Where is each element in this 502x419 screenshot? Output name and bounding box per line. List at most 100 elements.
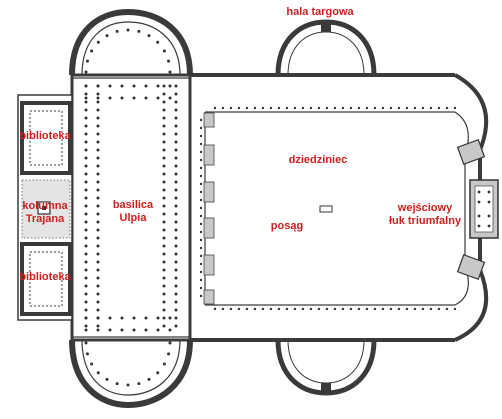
column-dot — [84, 244, 88, 248]
column-dot — [199, 254, 203, 258]
column-dot — [96, 156, 100, 160]
column-dot — [174, 188, 178, 192]
column-dot — [84, 328, 88, 332]
column-dot — [301, 307, 305, 311]
column-dot — [96, 40, 100, 44]
column-dot — [174, 84, 178, 88]
column-dot — [84, 132, 88, 136]
column-dot — [199, 246, 203, 250]
column-dot — [162, 284, 166, 288]
column-dot — [301, 106, 305, 110]
column-dot — [199, 262, 203, 266]
column-dot — [162, 212, 166, 216]
column-dot — [413, 106, 417, 110]
triumphal-arch — [469, 179, 499, 239]
column-dot — [373, 106, 377, 110]
column-dot — [96, 284, 100, 288]
column-dot — [162, 252, 166, 256]
column-dot — [84, 108, 88, 112]
courtyard-outline — [190, 73, 489, 342]
column-dot — [199, 134, 203, 138]
column-dot — [96, 172, 100, 176]
column-dot — [126, 383, 130, 387]
column-dot — [162, 172, 166, 176]
column-dot — [96, 100, 100, 104]
column-dot — [199, 166, 203, 170]
column-dot — [144, 96, 148, 100]
column-dot — [162, 362, 166, 366]
column-dot — [84, 156, 88, 160]
column-dot — [162, 236, 166, 240]
column-dot — [96, 196, 100, 200]
column-dot — [437, 106, 441, 110]
column-dot — [174, 292, 178, 296]
column-dot — [84, 172, 88, 176]
statue-base — [319, 205, 333, 213]
column-dot — [174, 164, 178, 168]
column-dot — [199, 190, 203, 194]
column-dot — [199, 118, 203, 122]
column-dot — [269, 307, 273, 311]
column-dot — [174, 204, 178, 208]
column-dot — [341, 307, 345, 311]
label-biblioteka-top: biblioteka — [19, 130, 71, 142]
column-dot — [84, 196, 88, 200]
column-dot — [199, 174, 203, 178]
column-dot — [229, 106, 233, 110]
column-dot — [84, 148, 88, 152]
column-dot — [90, 362, 94, 366]
column-dot — [174, 300, 178, 304]
column-dot — [349, 106, 353, 110]
column-dot — [156, 371, 160, 375]
column-dot — [147, 34, 151, 38]
column-dot — [84, 116, 88, 120]
column-dot — [96, 300, 100, 304]
column-dot — [84, 228, 88, 232]
column-dot — [137, 382, 141, 386]
column-dot — [84, 164, 88, 168]
column-dot — [213, 106, 217, 110]
column-dot — [453, 307, 457, 311]
column-dot — [162, 196, 166, 200]
column-dot — [96, 244, 100, 248]
column-dot — [132, 328, 136, 332]
column-dot — [144, 328, 148, 332]
column-dot — [162, 300, 166, 304]
column-dot — [162, 100, 166, 104]
column-dot — [132, 96, 136, 100]
column-dot — [96, 108, 100, 112]
column-dot — [84, 124, 88, 128]
market-hall-bottom — [275, 339, 377, 396]
column-dot — [309, 106, 313, 110]
column-dot — [174, 244, 178, 248]
column-dot — [96, 124, 100, 128]
column-dot — [162, 276, 166, 280]
column-dot — [84, 92, 88, 96]
column-dot — [162, 164, 166, 168]
column-dot — [84, 100, 88, 104]
column-dot — [84, 276, 88, 280]
column-dot — [108, 316, 112, 320]
column-dot — [137, 29, 141, 33]
column-dot — [96, 292, 100, 296]
column-dot — [144, 84, 148, 88]
column-dot — [168, 84, 172, 88]
column-dot — [162, 132, 166, 136]
column-dot — [84, 204, 88, 208]
column-dot — [253, 307, 257, 311]
column-dot — [162, 308, 166, 312]
column-dot — [174, 316, 178, 320]
column-dot — [96, 132, 100, 136]
column-dot — [84, 292, 88, 296]
column-dot — [199, 230, 203, 234]
column-dot — [365, 106, 369, 110]
column-dot — [174, 172, 178, 176]
column-dot — [96, 260, 100, 264]
label-luk-line2: łuk triumfalny — [389, 215, 462, 227]
column-dot — [309, 307, 313, 311]
column-dot — [96, 268, 100, 272]
column-dot — [162, 140, 166, 144]
column-dot — [84, 180, 88, 184]
label-dziedziniec: dziedziniec — [289, 154, 348, 166]
